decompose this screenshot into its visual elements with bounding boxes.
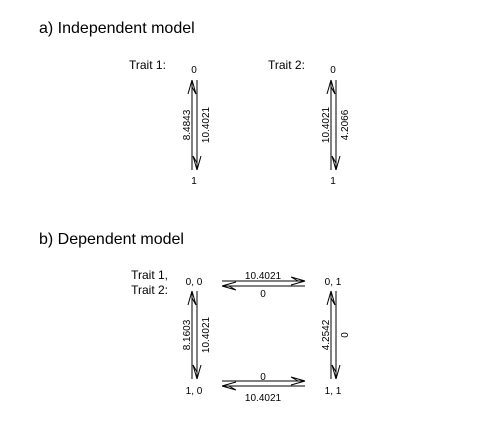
arrow-01-to-00 <box>221 281 305 291</box>
state-01: 0, 1 <box>325 277 342 288</box>
dependent-label-line2: Trait 2: <box>131 283 168 297</box>
panel-a-title: a) Independent model <box>39 20 195 37</box>
trait1-arrow-down <box>192 80 202 171</box>
trait2-label: Trait 2: <box>268 58 305 72</box>
rate-00-to-10: 10.4021 <box>201 316 212 353</box>
rate-10-to-11: 0 <box>260 372 266 383</box>
rate-01-to-00: 0 <box>260 289 266 300</box>
state-10: 1, 0 <box>186 386 203 397</box>
arrow-11-to-01 <box>326 290 336 379</box>
trait1-label: Trait 1: <box>129 58 166 72</box>
arrow-00-to-10 <box>192 291 202 380</box>
panel-b-title: b) Dependent model <box>39 231 184 248</box>
trait2-state-0: 0 <box>330 65 336 76</box>
dependent-label-line1: Trait 1, <box>131 268 168 282</box>
trait2-arrow-up <box>326 79 336 170</box>
trait1-rate-up: 8.4843 <box>182 109 193 140</box>
trait1-state-1: 1 <box>191 176 197 187</box>
arrow-10-to-11 <box>222 376 306 386</box>
arrow-10-to-00 <box>187 290 197 379</box>
rate-01-to-11: 0 <box>340 332 351 338</box>
trait2-rate-down: 4.2066 <box>340 109 351 140</box>
state-00: 0, 0 <box>186 277 203 288</box>
trait2-state-1: 1 <box>330 176 336 187</box>
rate-11-to-10: 10.4021 <box>245 393 282 404</box>
trait2-rate-up: 10.4021 <box>321 106 332 143</box>
trait1-rate-down: 10.4021 <box>201 106 212 143</box>
state-11: 1, 1 <box>325 386 342 397</box>
trait1-state-0: 0 <box>191 65 197 76</box>
arrow-00-to-01 <box>222 276 306 286</box>
trait1-arrow-up <box>187 79 197 170</box>
rate-10-to-00: 8.1603 <box>182 319 193 350</box>
arrow-01-to-11 <box>331 291 341 380</box>
trait2-arrow-down <box>331 80 341 171</box>
arrow-11-to-10 <box>221 381 305 391</box>
rate-00-to-01: 10.4021 <box>245 271 282 282</box>
rate-11-to-01: 4.2542 <box>321 319 332 350</box>
